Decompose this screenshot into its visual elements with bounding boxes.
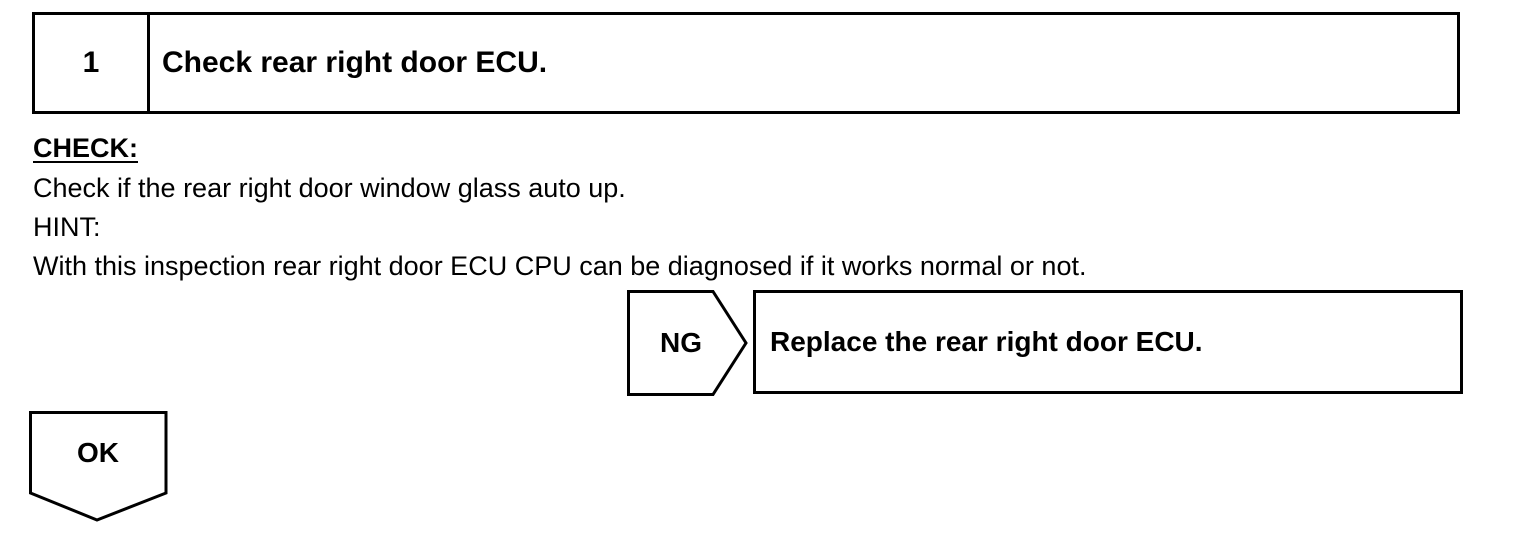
step-number: 1 [35,15,150,111]
check-instruction: Check if the rear right door window glas… [33,173,626,203]
ok-arrow-shape [29,411,168,522]
ng-label: NG [660,327,702,358]
hint-label: HINT: [33,212,101,242]
check-heading: CHECK: [33,133,138,163]
ok-label: OK [77,437,119,468]
ng-action-box: Replace the rear right door ECU. [753,290,1463,394]
ng-arrow-shape [627,290,748,396]
step-header: 1 Check rear right door ECU. [32,12,1460,114]
step-title: Check rear right door ECU. [162,46,548,79]
hint-text: With this inspection rear right door ECU… [33,251,1087,281]
